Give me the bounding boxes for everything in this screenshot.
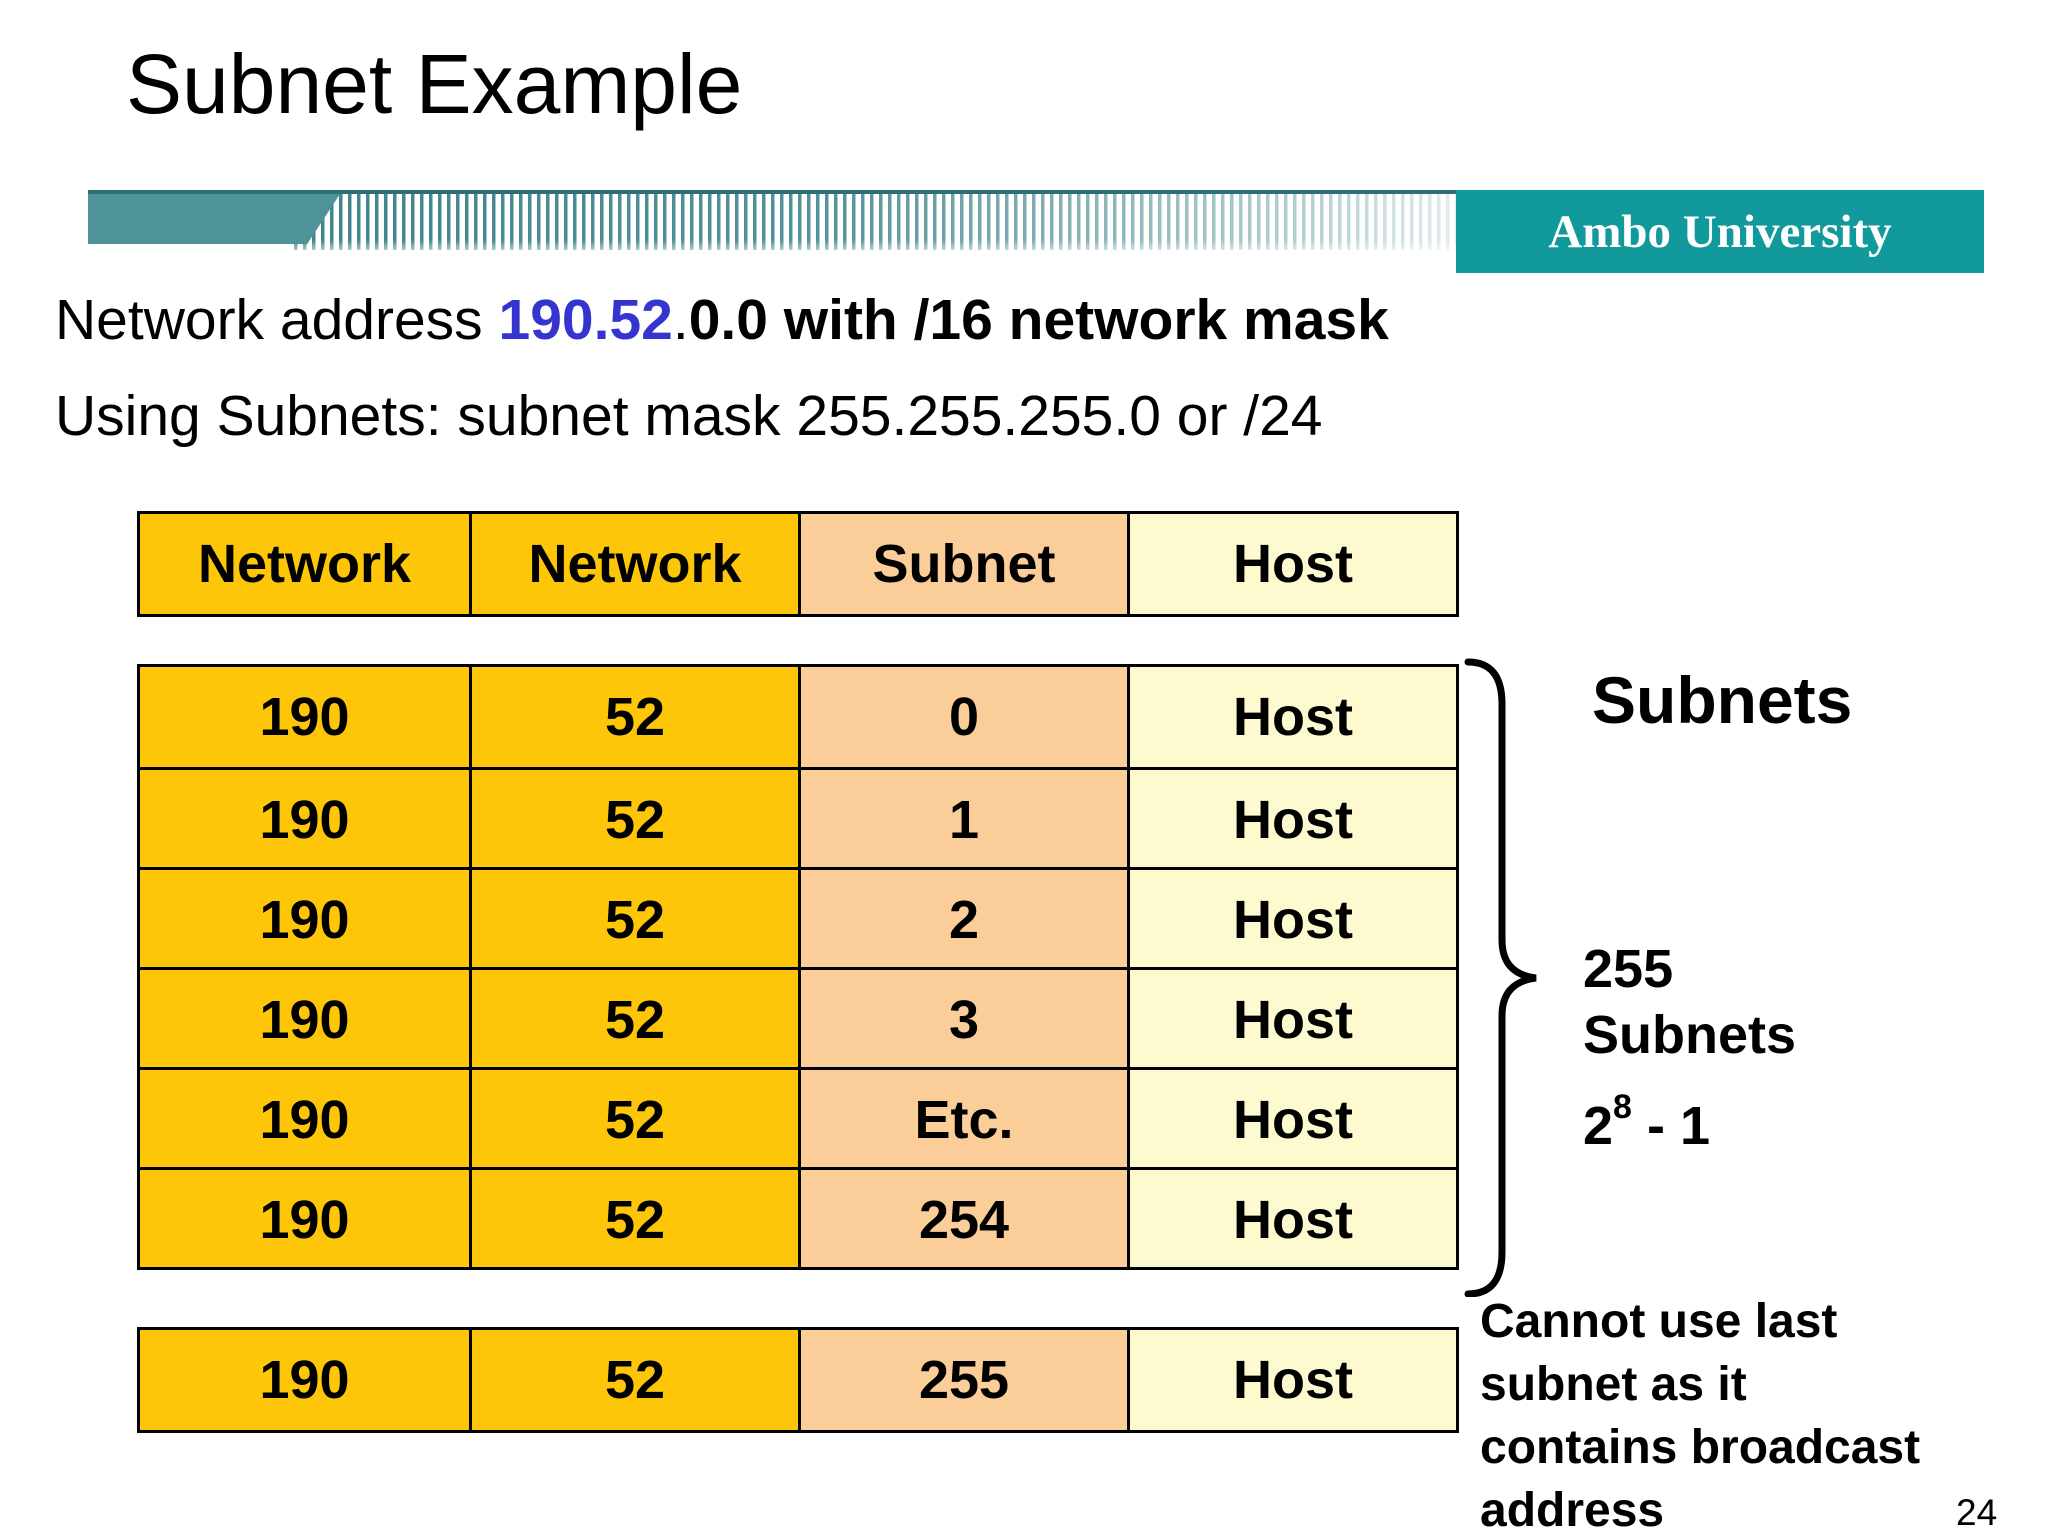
table-cell: 1: [798, 767, 1127, 867]
table-cell: 254: [798, 1167, 1127, 1267]
page-number: 24: [1956, 1492, 1998, 1533]
table-cell: 0: [798, 667, 1127, 767]
table-cell: 52: [469, 1067, 798, 1167]
note-line: address: [1480, 1484, 1665, 1536]
network-address-dot: .: [672, 288, 689, 352]
bar-solid-block: [88, 194, 340, 244]
subnet-count: 255 Subnets: [1583, 936, 1796, 1068]
subnet-count-line1: 255: [1583, 939, 1674, 999]
table-cell: Host: [1127, 767, 1456, 867]
note-line: Cannot use last: [1480, 1295, 1838, 1348]
table-cell: 3: [798, 967, 1127, 1067]
header-cell-subnet: Subnet: [798, 514, 1127, 614]
table-cell: 190: [140, 867, 469, 967]
table-cell: 255: [798, 1330, 1127, 1430]
subnet-count-line2: Subnets: [1583, 1005, 1797, 1065]
bar-stripe-pattern: [294, 194, 1456, 250]
subnet-table: 190 52 0 Host 190 52 1 Host 190 52 2 Hos…: [137, 664, 1459, 1270]
table-cell: 190: [140, 667, 469, 767]
table-cell: 190: [140, 767, 469, 867]
table-cell: 190: [140, 1330, 469, 1430]
table-cell: Host: [1127, 1167, 1456, 1267]
table-cell: 190: [140, 1167, 469, 1267]
table-cell: 190: [140, 967, 469, 1067]
formula-exponent: 8: [1613, 1088, 1632, 1126]
table-cell: Host: [1127, 1067, 1456, 1167]
note-line: subnet as it: [1480, 1358, 1747, 1411]
table-cell: Etc.: [798, 1067, 1127, 1167]
table-cell: Host: [1127, 967, 1456, 1067]
formula-rest: - 1: [1631, 1096, 1710, 1156]
last-subnet-table: 190 52 255 Host: [137, 1327, 1459, 1433]
broadcast-note: Cannot use last subnet as it contains br…: [1480, 1290, 1920, 1536]
table-cell: 52: [469, 867, 798, 967]
network-address-prefix: Network address: [55, 288, 499, 352]
using-subnets-line: Using Subnets: subnet mask 255.255.255.0…: [55, 384, 1323, 448]
university-badge: Ambo University: [1456, 190, 1984, 273]
header-cell-host: Host: [1127, 514, 1456, 614]
table-cell: 52: [469, 767, 798, 867]
network-address-bold-rest: 0.0 with /16 network mask: [688, 288, 1389, 352]
header-cell-network2: Network: [469, 514, 798, 614]
note-line: contains broadcast: [1480, 1421, 1921, 1474]
table-cell: Host: [1127, 1330, 1456, 1430]
table-cell: 52: [469, 1167, 798, 1267]
slide-title: Subnet Example: [126, 37, 743, 131]
table-cell: 190: [140, 1067, 469, 1167]
network-address-highlight: 190.52: [498, 288, 673, 352]
table-cell: 2: [798, 867, 1127, 967]
table-cell: 52: [469, 667, 798, 767]
table-cell: 52: [469, 967, 798, 1067]
table-cell: Host: [1127, 667, 1456, 767]
header-cell-network1: Network: [140, 514, 469, 614]
decorative-bar: [88, 190, 1456, 254]
formula-base: 2: [1583, 1096, 1614, 1156]
table-cell: 52: [469, 1330, 798, 1430]
network-address-line: Network address 190.52.0.0 with /16 netw…: [55, 287, 1389, 353]
subnet-formula: 28 - 1: [1583, 1088, 1710, 1157]
curly-brace: [1464, 658, 1537, 1297]
bar-top-line: [88, 190, 1456, 194]
header-table: Network Network Subnet Host: [137, 511, 1459, 617]
subnets-heading: Subnets: [1592, 663, 1853, 737]
table-cell: Host: [1127, 867, 1456, 967]
